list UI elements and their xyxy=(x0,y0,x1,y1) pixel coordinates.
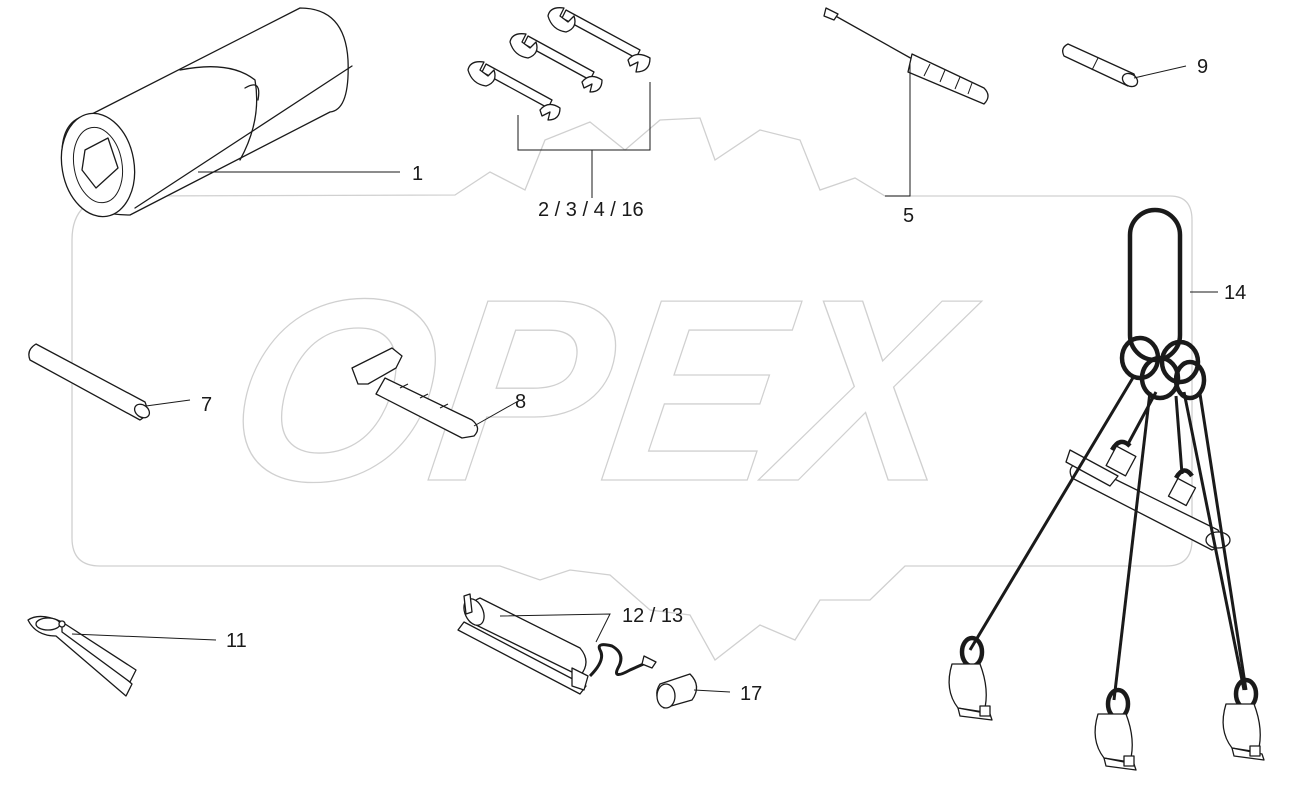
callout-9: 9 xyxy=(1197,56,1208,78)
wrench-2 xyxy=(509,33,603,93)
pin-tube-part xyxy=(1062,43,1187,88)
watermark: OPEX xyxy=(71,117,1193,661)
shackle-center xyxy=(1094,687,1137,771)
callout-11: 11 xyxy=(226,630,247,652)
wrench-set-part xyxy=(467,7,651,198)
watermark-text: OPEX xyxy=(213,245,990,536)
wrench-3 xyxy=(547,7,651,73)
callout-1: 1 xyxy=(412,163,423,185)
sub-link-3 xyxy=(1159,339,1201,385)
sub-link-4 xyxy=(1173,359,1207,401)
hammer-part xyxy=(351,347,521,439)
callout-2-3-4-16: 2 / 3 / 4 / 16 xyxy=(538,199,644,221)
lifting-sling-part xyxy=(948,207,1265,771)
shackle-right xyxy=(1222,677,1265,761)
callout-5: 5 xyxy=(903,205,914,227)
pliers-part xyxy=(27,615,217,697)
wrench-1 xyxy=(467,61,561,121)
rod-part xyxy=(28,343,191,421)
shackle-left xyxy=(948,635,993,721)
screwdriver-part xyxy=(823,7,989,197)
tool-roll-part xyxy=(60,7,353,218)
callout-8: 8 xyxy=(515,391,526,413)
callout-17: 17 xyxy=(740,683,762,705)
grease-gun-part xyxy=(457,593,657,695)
wrench-bracket-line xyxy=(517,82,651,198)
watermark-gear-outline xyxy=(71,117,1193,661)
callout-7: 7 xyxy=(201,394,212,416)
callout-12-13: 12 / 13 xyxy=(622,605,683,627)
cap-part xyxy=(656,673,731,709)
callout-labels: 1 2 / 3 / 4 / 16 5 9 14 7 8 11 12 / 13 1… xyxy=(201,56,1246,705)
callout-14: 14 xyxy=(1224,282,1246,304)
